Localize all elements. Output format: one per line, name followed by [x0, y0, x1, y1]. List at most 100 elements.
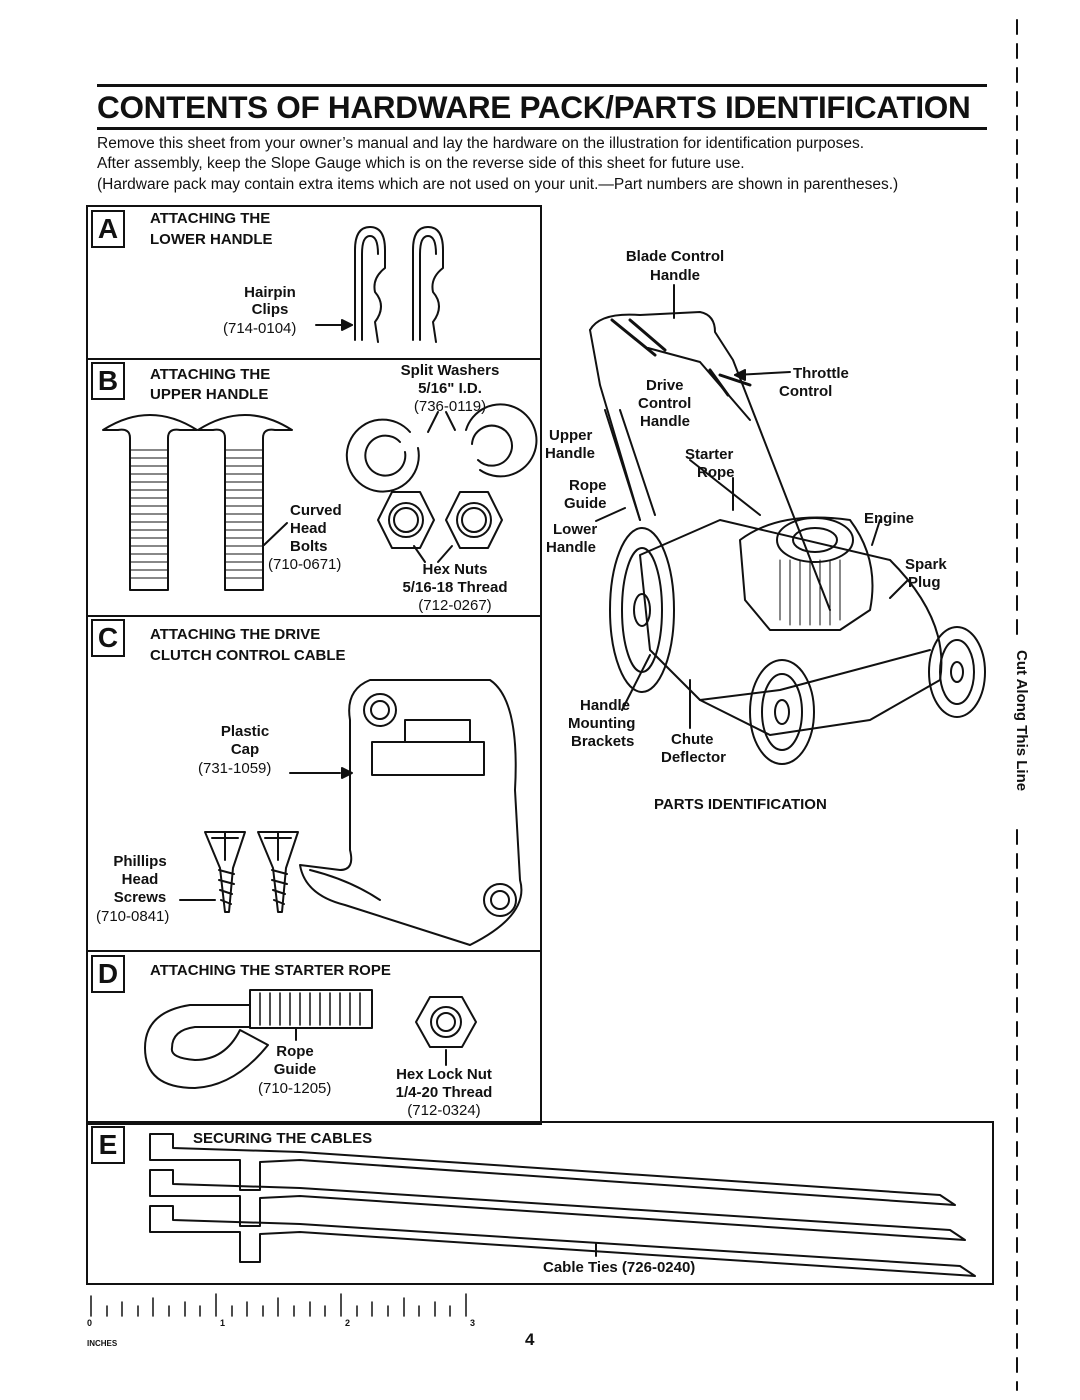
intro-line-3: (Hardware pack may contain extra items w…: [97, 176, 899, 193]
section-a-letter: A: [91, 210, 125, 248]
curved-head-bolt-icon: [197, 414, 293, 591]
ruler-label-2: 2: [345, 1318, 351, 1328]
split-washer-icon: [345, 418, 420, 493]
hairpin-label-2: Clips: [251, 301, 289, 318]
split-washer-icon: [465, 403, 538, 478]
cap-label-1: Plastic: [220, 723, 270, 740]
screws-part-number: (710-0841): [96, 908, 170, 925]
cap-label-2: Cap: [230, 741, 260, 758]
upper-handle-label-1: Upper: [549, 427, 593, 444]
chute-deflector-label-1: Chute: [671, 731, 714, 748]
mounting-brackets-label-2: Mounting: [568, 715, 636, 732]
section-e-panel: [86, 1121, 994, 1285]
hairpin-label-1: Hairpin: [244, 284, 296, 301]
cut-line-label: Cut Along This Line: [1013, 650, 1030, 792]
divider-a-b: [86, 358, 540, 360]
rope-guide-mower-label-1: Rope: [569, 477, 607, 494]
section-a-title-1: ATTACHING THE: [150, 210, 271, 227]
drive-control-label-2: Control: [638, 395, 692, 412]
drive-control-label-3: Handle: [640, 413, 691, 430]
section-d-letter: D: [91, 955, 125, 993]
inch-ruler: [90, 1293, 467, 1317]
washers-label-1: Split Washers: [400, 362, 500, 379]
cap-part-number: (731-1059): [198, 760, 272, 777]
phillips-screw-icon: [257, 831, 299, 913]
throttle-label-2: Control: [779, 383, 833, 400]
rope-guide-label-1: Rope: [276, 1043, 314, 1060]
section-c-title-2: CLUTCH CONTROL CABLE: [150, 647, 346, 664]
lower-handle-label-2: Handle: [546, 539, 597, 556]
lock-nut-label-2: 1/4-20 Thread: [395, 1084, 493, 1101]
upper-handle-label-2: Handle: [545, 445, 596, 462]
rope-guide-mower-label-2: Guide: [564, 495, 607, 512]
intro-line-1: Remove this sheet from your owner’s manu…: [97, 135, 865, 152]
divider-b-c: [86, 615, 540, 617]
lawn-mower-illustration: [589, 284, 986, 765]
hex-nut-icon: [377, 491, 435, 549]
hairpin-part-number: (714-0104): [223, 320, 297, 337]
drive-control-label-1: Drive: [646, 377, 684, 394]
rope-guide-label-2: Guide: [273, 1061, 317, 1078]
bolts-label-1: Curved: [290, 502, 342, 519]
bolts-label-2: Head: [290, 520, 327, 537]
parts-identification-caption: PARTS IDENTIFICATION: [654, 796, 827, 813]
rope-guide-part-number: (710-1205): [258, 1080, 332, 1097]
section-c-letter: C: [91, 619, 125, 657]
cable-tie-icon: [149, 1205, 976, 1277]
nuts-label-1: Hex Nuts: [422, 561, 488, 578]
page-title: CONTENTS OF HARDWARE PACK/PARTS IDENTIFI…: [97, 84, 987, 130]
cable-ties-label: Cable Ties (726-0240): [543, 1259, 696, 1276]
starter-rope-label-2: Rope: [697, 464, 735, 481]
throttle-label-1: Throttle: [793, 365, 849, 382]
spark-plug-label-2: Plug: [908, 574, 941, 591]
screws-label-3: Screws: [113, 889, 167, 906]
lock-nut-label-1: Hex Lock Nut: [396, 1066, 492, 1083]
blade-control-label-2: Handle: [649, 267, 700, 284]
page-number: 4: [525, 1330, 535, 1349]
screws-label-1: Phillips: [113, 853, 167, 870]
bolts-part-number: (710-0671): [268, 556, 342, 573]
bolts-label-3: Bolts: [290, 538, 328, 555]
starter-rope-label-1: Starter: [685, 446, 734, 463]
washers-label-2: 5/16" I.D.: [418, 380, 482, 397]
engine-label: Engine: [864, 510, 915, 527]
hairpin-clip-icon: [354, 226, 386, 343]
section-a-title-2: LOWER HANDLE: [150, 231, 273, 248]
hairpin-clip-icon: [412, 226, 444, 343]
spark-plug-label-1: Spark: [905, 556, 947, 573]
section-b-letter: B: [91, 362, 125, 400]
ruler-unit-label: INCHES: [87, 1339, 118, 1348]
washers-part-number: (736-0119): [413, 398, 487, 415]
nuts-label-2: 5/16-18 Thread: [402, 579, 508, 596]
section-e-title: SECURING THE CABLES: [193, 1130, 373, 1147]
hardware-panel: [86, 205, 542, 1125]
hex-lock-nut-icon: [415, 996, 477, 1048]
mounting-brackets-label-1: Handle: [580, 697, 631, 714]
section-c-title-1: ATTACHING THE DRIVE: [150, 626, 321, 643]
cable-bracket-icon: [299, 679, 523, 946]
ruler-label-0: 0: [87, 1318, 93, 1328]
curved-head-bolt-icon: [102, 414, 198, 591]
section-d-title: ATTACHING THE STARTER ROPE: [150, 962, 391, 979]
hex-nut-icon: [445, 491, 503, 549]
ruler-label-3: 3: [470, 1318, 476, 1328]
mounting-brackets-label-3: Brackets: [571, 733, 635, 750]
section-e-letter: E: [91, 1126, 125, 1164]
rope-guide-icon: [144, 989, 373, 1089]
chute-deflector-label-2: Deflector: [661, 749, 727, 766]
phillips-screw-icon: [204, 831, 246, 913]
section-b-title-2: UPPER HANDLE: [150, 386, 269, 403]
intro-line-2: After assembly, keep the Slope Gauge whi…: [97, 155, 745, 172]
lower-handle-label-1: Lower: [553, 521, 598, 538]
section-b-title-1: ATTACHING THE: [150, 366, 271, 383]
screws-label-2: Head: [121, 871, 159, 888]
divider-c-d: [86, 950, 540, 952]
bolts-pointer: [263, 522, 288, 546]
blade-control-label-1: Blade Control: [625, 248, 725, 265]
ruler-label-1: 1: [220, 1318, 226, 1328]
cable-tie-icon: [149, 1169, 966, 1241]
lock-nut-part-number: (712-0324): [407, 1102, 481, 1119]
nuts-part-number: (712-0267): [418, 597, 492, 614]
cable-tie-icon: [149, 1133, 956, 1206]
